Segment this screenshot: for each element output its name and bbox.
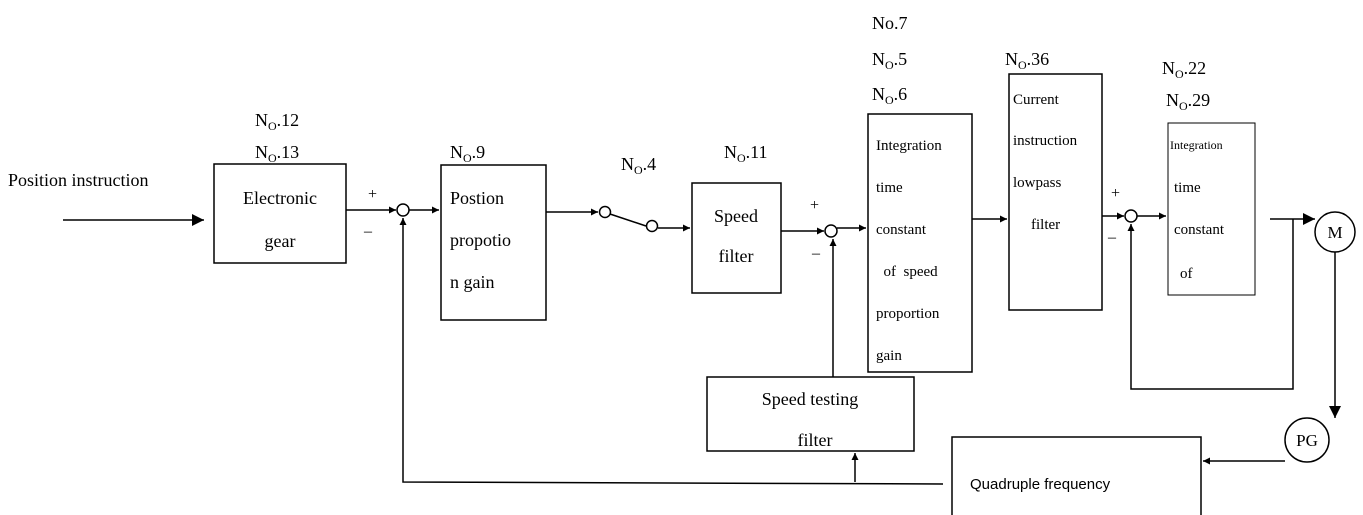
summing-junction-speed <box>824 224 838 238</box>
param-label: NO.11 <box>724 142 768 165</box>
param-label: NO.29 <box>1166 90 1210 113</box>
position-gain-label: Postion <box>450 188 504 208</box>
current-feedback-line <box>1127 219 1294 390</box>
electronic-gear-block <box>213 163 347 264</box>
switch-contact <box>645 219 659 233</box>
speed-integration-label: time <box>876 180 903 196</box>
current-filter-label: lowpass <box>1013 175 1061 191</box>
speed-integration-label: proportion <box>876 306 940 322</box>
current-integration-label: of <box>1180 266 1193 282</box>
position-gain-label: propotio <box>450 230 511 250</box>
param-label: NO.6 <box>872 84 907 107</box>
position-gain-label: n gain <box>450 272 495 292</box>
speed-integration-label: of speed <box>876 264 938 280</box>
encoder-label: PG <box>1296 431 1318 450</box>
quadruple-frequency-block <box>951 436 1202 515</box>
current-filter-block <box>1008 73 1103 311</box>
motor-label: M <box>1327 223 1342 242</box>
param-label: NO.22 <box>1162 58 1206 81</box>
summing-junction-current <box>1124 209 1138 223</box>
speed-integration-label: Integration <box>876 138 942 154</box>
current-filter-label: Current <box>1013 92 1060 108</box>
plus-sign: + <box>810 197 819 214</box>
speed-filter-block <box>691 182 782 294</box>
position-feedback-line <box>399 218 944 485</box>
plus-sign: + <box>1111 185 1120 202</box>
electronic-gear-label: Electronic <box>243 188 317 208</box>
current-filter-label: filter <box>1031 217 1060 233</box>
param-label: NO.13 <box>255 142 299 165</box>
position-gain-block <box>440 164 547 321</box>
speed-testing-filter-block <box>706 376 915 452</box>
speed-integration-block <box>867 113 973 373</box>
current-integration-label: constant <box>1174 222 1225 238</box>
current-integration-label: Integration <box>1170 138 1223 152</box>
param-label: NO.9 <box>450 142 485 165</box>
speed-integration-label: constant <box>876 222 927 238</box>
current-integration-block <box>1167 122 1256 296</box>
summing-junction-position <box>396 203 410 217</box>
electronic-gear-label: gear <box>265 231 296 251</box>
param-label: NO.4 <box>621 154 656 177</box>
plus-sign: + <box>368 186 377 203</box>
switch-blade <box>609 213 647 227</box>
input-label: Position instruction <box>8 170 149 190</box>
speed-testing-filter-label: filter <box>798 430 833 450</box>
minus-sign: – <box>363 223 373 240</box>
current-integration-label: time <box>1174 180 1201 196</box>
minus-sign: – <box>811 245 821 262</box>
current-filter-label: instruction <box>1013 133 1078 149</box>
speed-testing-filter-label: Speed testing <box>762 389 859 409</box>
minus-sign: – <box>1107 229 1117 246</box>
param-label: No.7 <box>872 13 908 33</box>
encoder-node <box>1284 417 1330 463</box>
param-label: NO.36 <box>1005 49 1049 72</box>
speed-filter-label: filter <box>719 246 754 266</box>
param-label: NO.5 <box>872 49 907 72</box>
speed-integration-label: gain <box>876 348 902 364</box>
quadruple-frequency-label: Quadruple frequency <box>970 476 1111 493</box>
param-label: NO.12 <box>255 110 299 133</box>
switch-contact <box>598 205 612 219</box>
speed-filter-label: Speed <box>714 206 758 226</box>
